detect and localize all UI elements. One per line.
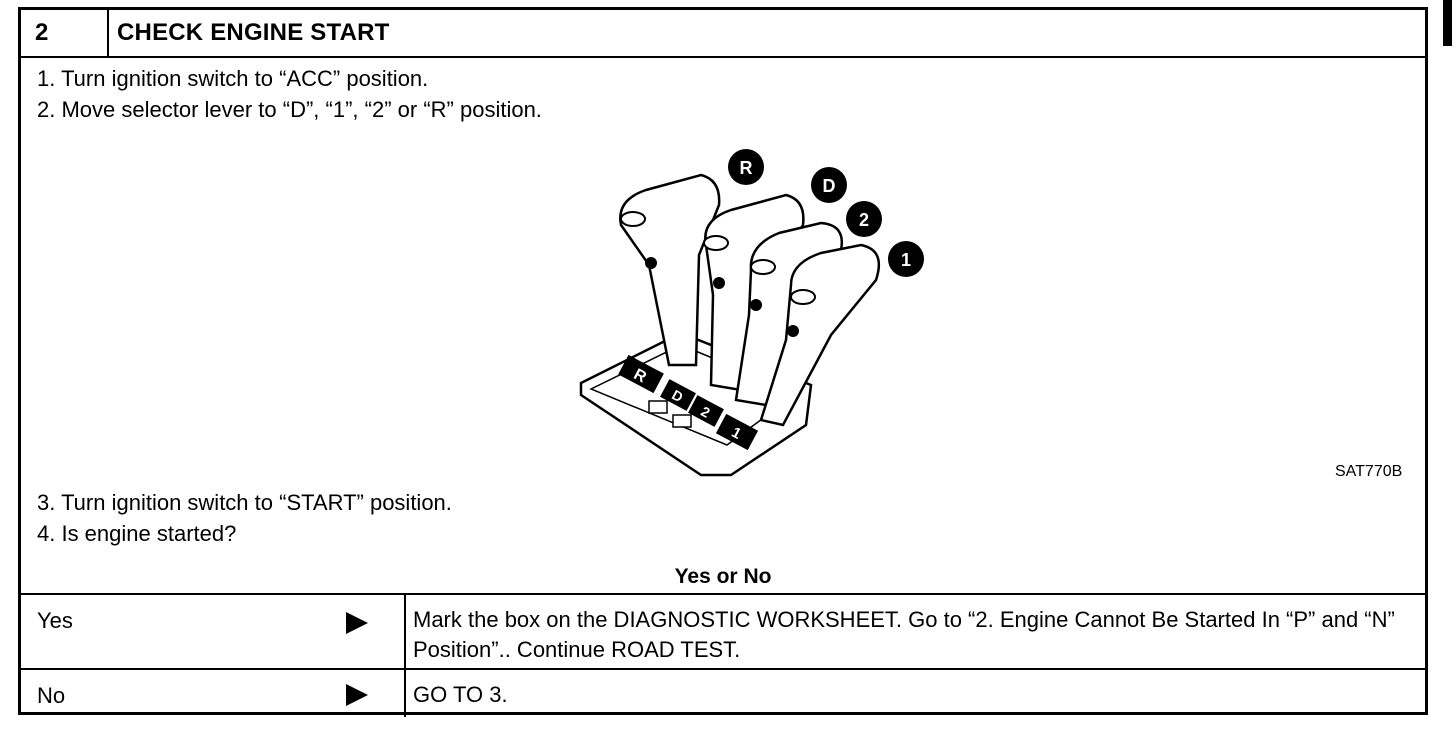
answer-row-no: No GO TO 3.: [21, 668, 1425, 717]
instruction-4: 4. Is engine started?: [37, 521, 237, 546]
step-title: CHECK ENGINE START: [117, 19, 390, 46]
gate-box-d: D: [660, 379, 696, 411]
callout-r: R: [728, 149, 764, 185]
arrow-right-icon: [346, 612, 368, 634]
instruction-2: 2. Move selector lever to “D”, “1”, “2” …: [37, 97, 542, 122]
lever-r: [619, 173, 721, 367]
answer-action: Mark the box on the DIAGNOSTIC WORKSHEET…: [413, 607, 1395, 662]
step-number: 2: [21, 10, 109, 56]
figure-code: SAT770B: [1335, 463, 1403, 480]
answer-label: Yes: [37, 608, 73, 633]
gate-box-r: R: [618, 354, 664, 394]
arrow-right-icon: [346, 684, 368, 706]
gate-box-2: 2: [688, 395, 724, 427]
svg-text:D: D: [823, 176, 836, 196]
svg-text:R: R: [740, 158, 753, 178]
step-header: 2 CHECK ENGINE START: [21, 10, 1425, 58]
gate-box-1: 1: [715, 413, 759, 451]
lever-1: [759, 243, 881, 427]
question-prompt: Yes or No: [674, 565, 772, 588]
callout-1: 1: [888, 241, 924, 277]
svg-text:2: 2: [859, 210, 869, 230]
callout-2: 2: [846, 201, 882, 237]
selector-lever-illustration: R D 2 1: [579, 149, 924, 477]
instruction-3: 3. Turn ignition switch to “START” posit…: [37, 490, 452, 515]
instruction-1: 1. Turn ignition switch to “ACC” positio…: [37, 66, 429, 91]
answer-action: GO TO 3.: [413, 682, 508, 707]
svg-text:1: 1: [901, 250, 911, 270]
diagnostic-step-table: 2 CHECK ENGINE START 1. Turn ignition sw…: [18, 7, 1428, 717]
answer-row-yes: Yes Mark the box on the DIAGNOSTIC WORKS…: [21, 593, 1425, 670]
page-edge-mark: [1443, 0, 1452, 46]
answer-label: No: [37, 683, 66, 708]
callout-d: D: [811, 167, 847, 203]
